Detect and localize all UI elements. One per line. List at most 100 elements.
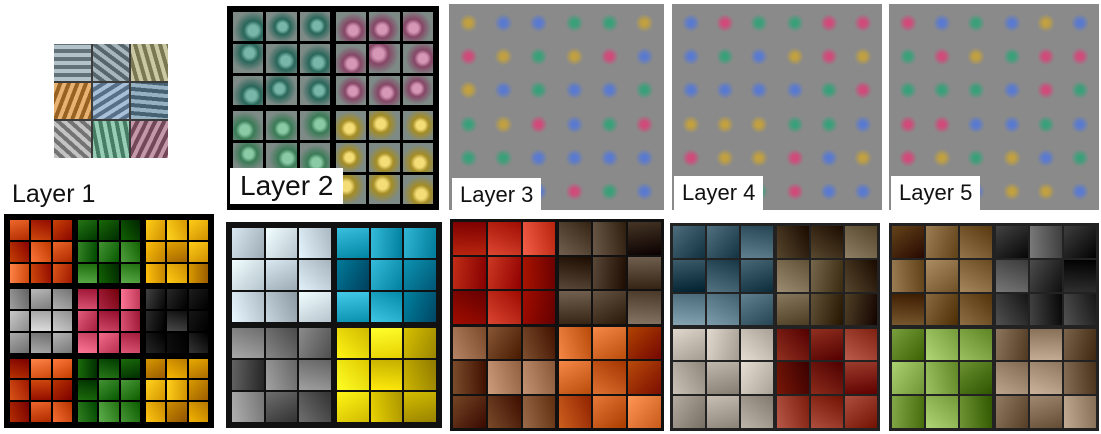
- layer-5-patch: [995, 226, 1028, 258]
- layer-3-filter: [593, 108, 626, 140]
- layer-3-patch: [558, 395, 592, 428]
- layer-3-filter: [558, 74, 591, 106]
- layer-1-patch: [52, 289, 72, 310]
- layer-1-patch: [99, 332, 119, 353]
- layer-2-filter: [233, 143, 264, 172]
- layer-2-filter: [233, 111, 264, 140]
- layer-5-filter: [1029, 108, 1062, 140]
- layer-4-filter: [846, 175, 879, 207]
- layer-1-patch: [52, 358, 72, 379]
- layer-1-patch: [78, 358, 98, 379]
- layer-3-image-patches: [450, 219, 664, 431]
- layer-1-patch: [146, 289, 166, 310]
- layer-3-patch: [522, 291, 556, 324]
- layer-4-filters: [672, 4, 882, 210]
- layer-1-patch: [188, 220, 208, 240]
- layer-3-filter: [452, 40, 485, 72]
- layer-1-patch: [146, 220, 166, 240]
- layer-4-patch: [844, 328, 877, 361]
- layer-4-patch: [776, 226, 809, 258]
- layer-2-filter: [402, 143, 433, 172]
- layer-5-patch: [1063, 226, 1096, 258]
- layer-2-patch: [370, 360, 403, 390]
- layer-2-patch: [299, 392, 331, 422]
- layer-1-patch: [146, 332, 166, 353]
- layer-4-patch: [810, 396, 843, 428]
- layer-1-patch: [167, 380, 187, 401]
- layer-5-patch: [1029, 328, 1062, 361]
- layer-4-patch: [844, 226, 877, 258]
- layer-4-filter: [675, 40, 708, 72]
- layer-3-filter: [522, 142, 555, 174]
- layer-2-filter: [336, 44, 367, 73]
- layer-5-filter: [892, 142, 925, 174]
- layer-2-filter: [336, 143, 367, 172]
- layer-1-patch: [78, 380, 98, 401]
- layer-5-patch: [960, 293, 993, 326]
- layer-3-filter: [522, 108, 555, 140]
- layer-1-patch: [78, 220, 98, 240]
- layer-4-patch: [844, 396, 877, 428]
- layer-1-patch: [31, 380, 51, 401]
- layer-4-patch: [741, 362, 774, 395]
- layer-3-patch: [453, 326, 486, 359]
- layer-5-patch: [926, 328, 959, 361]
- layer-3-filter: [628, 40, 661, 72]
- layer-4-filter: [846, 40, 879, 72]
- layer-4-patch: [707, 396, 740, 428]
- layer-1-patch: [99, 220, 119, 240]
- layer-5-label: Layer 5: [891, 176, 981, 210]
- layer-2-patch: [404, 260, 436, 290]
- layer-1-patch: [188, 380, 208, 401]
- layer-1-filter: [54, 44, 91, 81]
- layer-1-patch: [188, 358, 208, 379]
- layer-1-patch: [120, 332, 140, 353]
- layer-2-patch: [232, 228, 264, 258]
- layer-5-patch: [1029, 362, 1062, 395]
- layer-5-filter: [995, 74, 1028, 106]
- layer-1-patch: [146, 380, 166, 401]
- layer-2-patch: [265, 292, 298, 322]
- layer-4-patch: [673, 328, 706, 361]
- layer-5-filter: [995, 175, 1028, 207]
- layer-3-patch: [628, 361, 661, 394]
- layer-4-patch: [741, 328, 774, 361]
- layer-1-patch: [99, 241, 119, 262]
- layer-5-filter: [926, 108, 959, 140]
- layer-2-patch: [265, 360, 298, 390]
- layer-4-patch: [707, 259, 740, 292]
- layer-3-filter: [522, 7, 555, 39]
- layer-5-filter: [926, 142, 959, 174]
- layer-1-patch: [188, 241, 208, 262]
- layer-3-filter: [558, 175, 591, 207]
- layer-5-patch: [995, 362, 1028, 395]
- layer-3-patch: [453, 222, 486, 255]
- layer-4-filter: [812, 175, 845, 207]
- layer-1-patch: [52, 332, 72, 353]
- layer-3-patch: [487, 326, 521, 359]
- layer-1-patch: [78, 332, 98, 353]
- layer-3-patch: [522, 256, 556, 289]
- layer-3-filter: [593, 40, 626, 72]
- layer-2-patch: [232, 328, 264, 358]
- layer-3-filter: [593, 142, 626, 174]
- layer-4-filter: [812, 142, 845, 174]
- layer-1-filter: [54, 121, 91, 158]
- layer-5-filter: [960, 108, 993, 140]
- layer-4-patch: [844, 362, 877, 395]
- layer-3-patch: [593, 291, 627, 324]
- layer-2-patch: [265, 392, 298, 422]
- layer-1-patch: [120, 263, 140, 284]
- layer-1-patch: [99, 380, 119, 401]
- layer-5-filter: [1063, 40, 1096, 72]
- layer-1-patch: [10, 358, 30, 379]
- layer-3-patch: [522, 222, 556, 255]
- layer-4-filter: [675, 108, 708, 140]
- layer-2-patch: [299, 360, 331, 390]
- layer-1-patch: [10, 380, 30, 401]
- layer-5-patch: [960, 226, 993, 258]
- layer-5-patch: [892, 259, 925, 292]
- layer-5-filter: [892, 7, 925, 39]
- layer-3-filter: [628, 74, 661, 106]
- layer-1-patch: [10, 289, 30, 310]
